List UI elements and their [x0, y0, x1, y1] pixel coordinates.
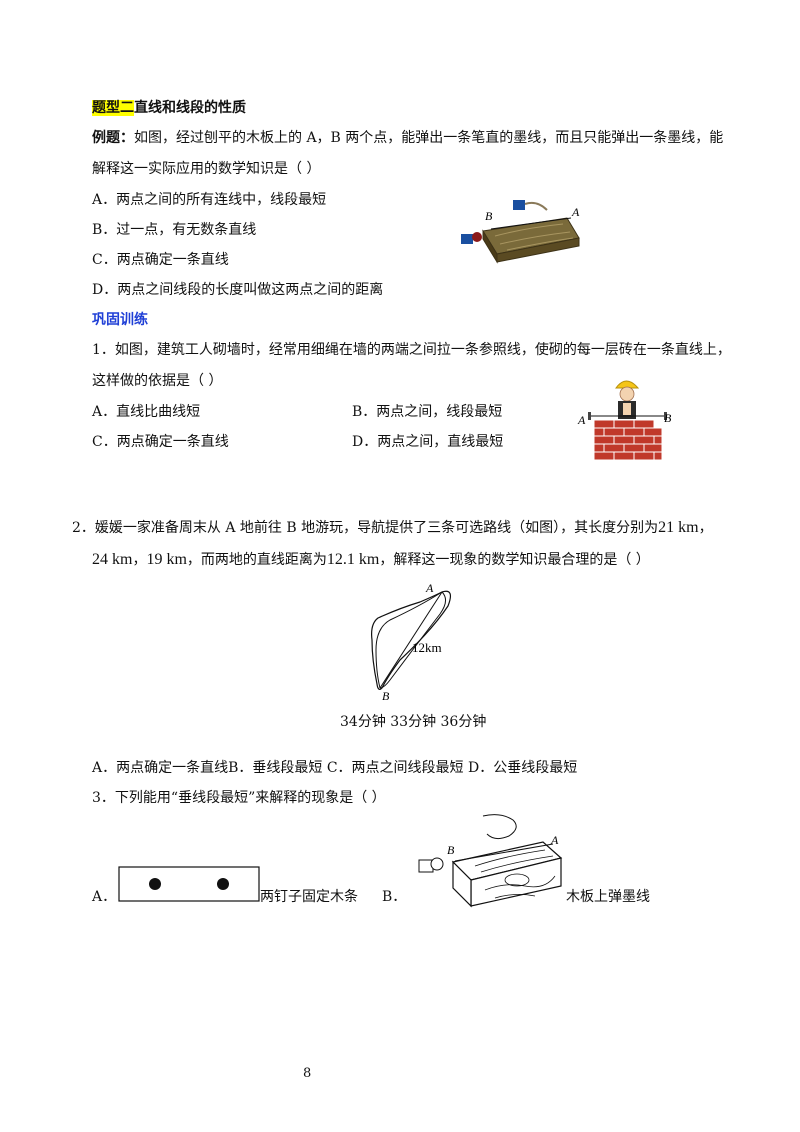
q1-option-c: C．两点确定一条直线 — [92, 434, 229, 450]
nailed-strip-figure — [118, 866, 260, 902]
example-option-a: A．两点之间的所有连线中，线段最短 — [92, 192, 327, 208]
q1-line-1: 1．如图，建筑工人砌墙时，经常用细绳在墙的两端之间拉一条参照线，使砌的每一层砖在… — [92, 342, 731, 358]
q2-text-2: ，而两地的直线距离为 — [186, 552, 327, 568]
q2-sep-2: ， — [132, 552, 147, 568]
brick-label-a: A — [577, 413, 586, 427]
route-caption: 34分钟 33分钟 36分钟 — [340, 714, 487, 730]
practice-heading: 巩固训练 — [92, 312, 148, 328]
q2-value-3: 19 km — [146, 551, 187, 568]
q3-option-a-letter: A． — [92, 889, 117, 905]
example-option-b: B．过一点，有无数条直线 — [92, 222, 257, 238]
section-title: 题型二直线和线段的性质 — [92, 99, 246, 117]
q2-options: A．两点确定一条直线B．垂线段最短 C．两点之间线段最短 D．公垂线段最短 — [92, 760, 578, 776]
q3-option-a-text: 两钉子固定木条 — [260, 889, 358, 905]
q2-value-2: 24 km — [92, 551, 133, 568]
example-option-d: D．两点之间线段的长度叫做这两点之间的距离 — [92, 282, 384, 298]
q1-option-b: B．两点之间，线段最短 — [352, 404, 503, 420]
q1-option-d: D．两点之间，直线最短 — [352, 434, 504, 450]
brick-label-b: B — [664, 411, 672, 425]
q2-line-1: 2．媛媛一家准备周末从 A 地前往 B 地游玩，导航提供了三条可选路线（如图），… — [72, 519, 713, 537]
q1-option-a: A．直线比曲线短 — [92, 404, 201, 420]
route-label-a: A — [425, 581, 434, 595]
example-line-1: 例题：如图，经过刨平的木板上的 A，B 两个点，能弹出一条笔直的墨线，而且只能弹… — [92, 129, 723, 147]
route-map-figure: A B 12km — [371, 581, 452, 703]
ink-line-board-figure: B A — [418, 814, 563, 908]
q2-sep-1: ， — [698, 520, 713, 536]
ink-board-label-b: B — [447, 843, 455, 857]
q3-option-b-text: 木板上弹墨线 — [566, 889, 650, 905]
q2-value-4: 12.1 km — [326, 551, 380, 568]
example-label: 例题： — [92, 130, 134, 146]
route-label-b: B — [382, 689, 390, 703]
q2-text-1: 2．媛媛一家准备周末从 A 地前往 B 地游玩，导航提供了三条可选路线（如图），… — [72, 520, 659, 536]
q2-line-2: 24 km，19 km，而两地的直线距离为12.1 km，解释这一现象的数学知识… — [92, 551, 650, 569]
ink-board-label-a: A — [550, 833, 559, 847]
route-distance-label: 12km — [412, 640, 442, 655]
q1-line-2: 这样做的依据是（ ） — [92, 373, 223, 389]
q3-option-b-letter: B． — [382, 889, 407, 905]
example-line-2: 解释这一实际应用的数学知识是（ ） — [92, 161, 321, 177]
section-title-rest: 直线和线段的性质 — [134, 100, 246, 116]
example-text-1: 如图，经过刨平的木板上的 A，B 两个点，能弹出一条笔直的墨线，而且只能弹出一条… — [134, 130, 724, 146]
q3-line-1: 3．下列能用“垂线段最短”来解释的现象是（ ） — [92, 790, 386, 806]
wood-board-figure: B A — [461, 200, 580, 264]
nail-left-icon — [149, 878, 161, 890]
q2-text-3: ，解释这一现象的数学知识最合理的是（ ） — [379, 552, 650, 568]
wood-label-b: B — [485, 209, 493, 223]
q2-value-1: 21 km — [658, 519, 699, 536]
page-number: 8 — [303, 1066, 312, 1081]
example-option-c: C．两点确定一条直线 — [92, 252, 229, 268]
nail-right-icon — [217, 878, 229, 890]
wood-label-a: A — [571, 205, 580, 219]
section-title-highlight: 题型二 — [92, 100, 134, 116]
brick-wall-figure: A B — [577, 380, 672, 461]
